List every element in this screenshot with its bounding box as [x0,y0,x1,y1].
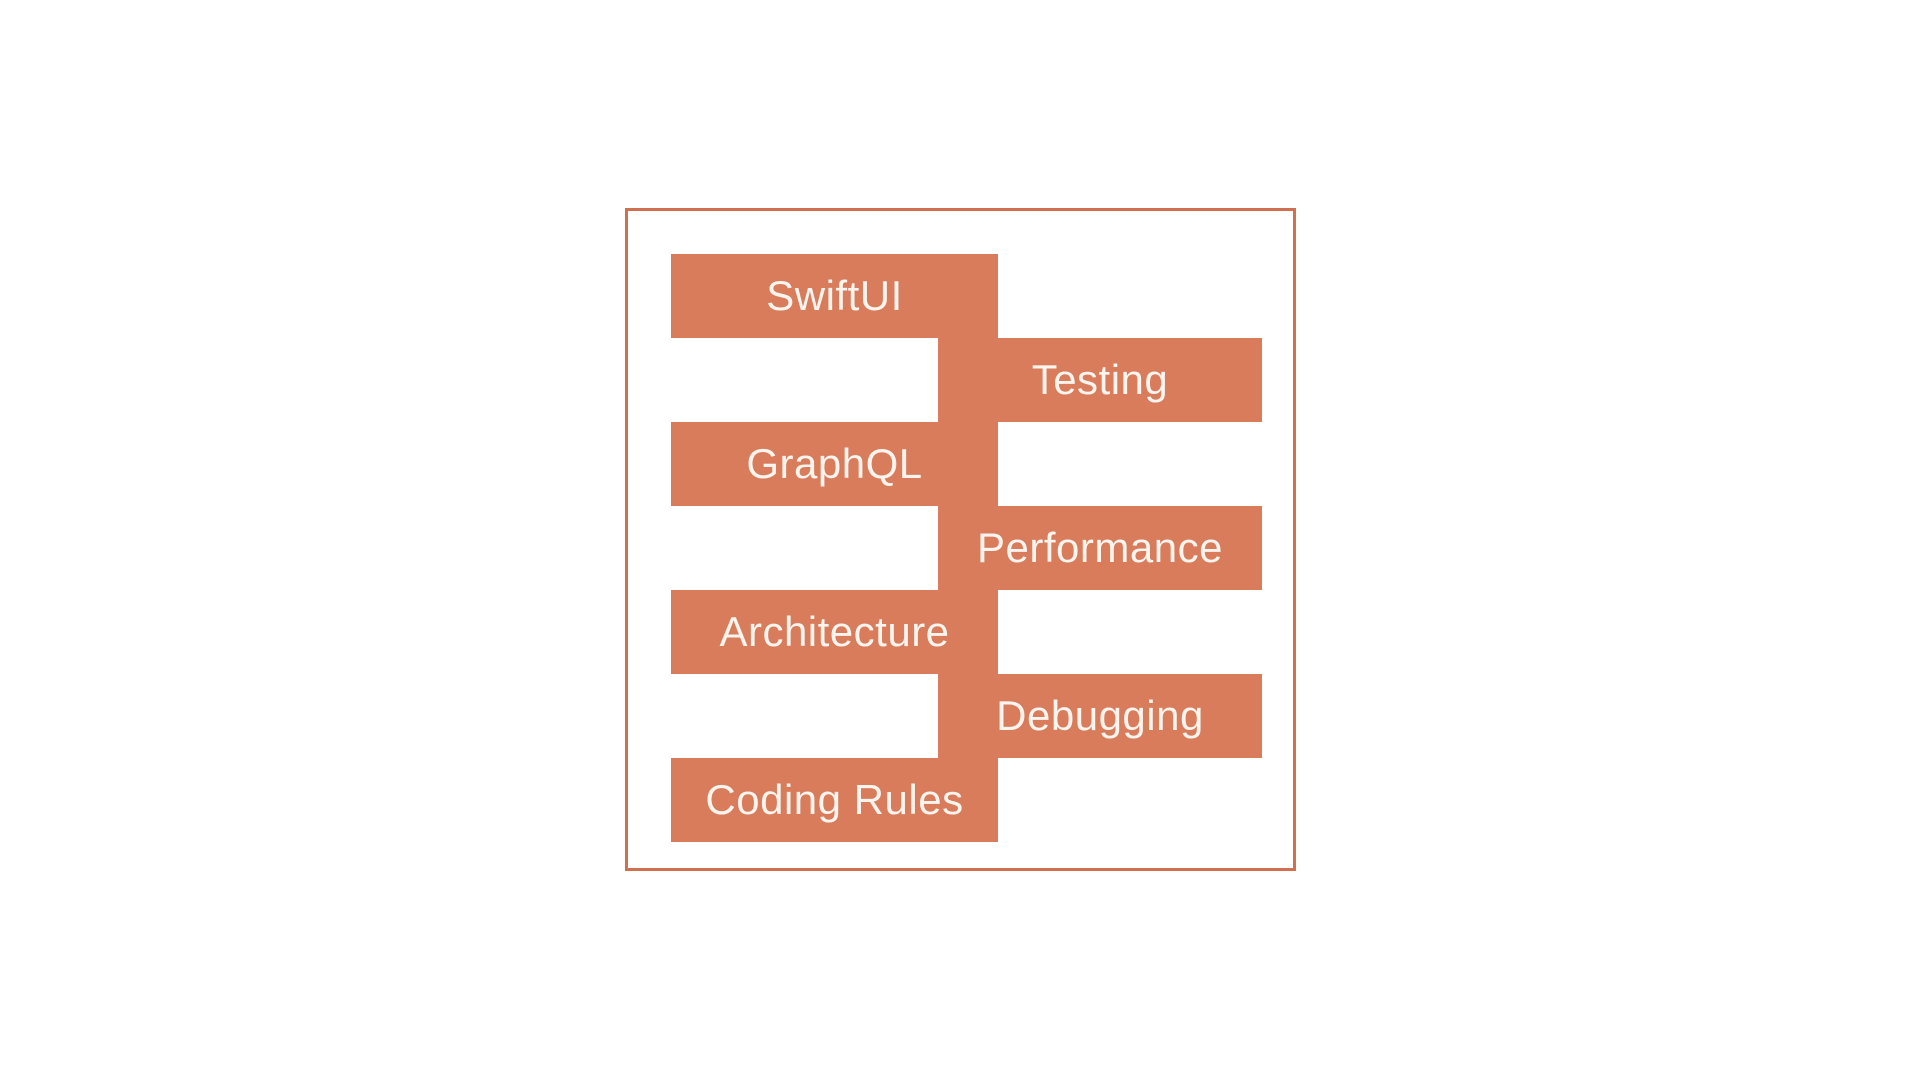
block-testing: Testing [938,338,1262,422]
block-debugging: Debugging [938,674,1262,758]
block-performance: Performance [938,506,1262,590]
block-coding-rules: Coding Rules [671,758,998,842]
block-architecture: Architecture [671,590,998,674]
block-graphql: GraphQL [671,422,998,506]
diagram-frame: SwiftUI Testing GraphQL Performance Arch… [625,208,1296,871]
block-swiftui: SwiftUI [671,254,998,338]
